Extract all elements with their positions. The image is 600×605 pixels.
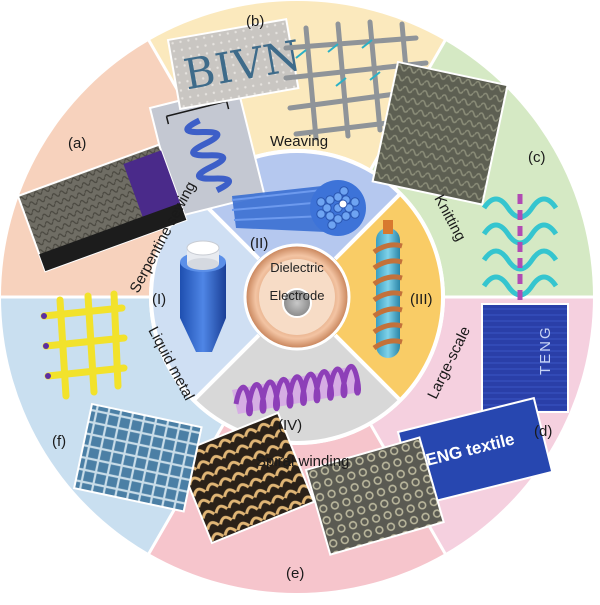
large-scale-photo: TENG TENG textile bbox=[396, 303, 569, 507]
knit-loop-illustration bbox=[481, 194, 559, 300]
technique-weaving: Weaving bbox=[270, 133, 328, 150]
center-electrode-ring bbox=[243, 243, 351, 351]
knitting-photo bbox=[371, 60, 559, 300]
structure-label-iv: (IV) bbox=[278, 417, 302, 434]
panel-label-f: (f) bbox=[52, 433, 66, 450]
technique-spiral-winding: Spiral winding bbox=[256, 453, 349, 470]
panel-label-d: (d) bbox=[534, 423, 552, 440]
structure-label-iii: (III) bbox=[410, 291, 433, 308]
liquid-metal-grid-illustration bbox=[40, 290, 128, 400]
inner-dividers bbox=[192, 192, 402, 402]
coaxial-fiber-illustration bbox=[180, 240, 226, 352]
wrapped-fiber-illustration bbox=[372, 220, 403, 358]
structure-label-i: (I) bbox=[152, 291, 166, 308]
serpentine-sewing-photo bbox=[16, 85, 266, 273]
liquid-metal-photo bbox=[40, 290, 203, 513]
fiber-bundle-illustration bbox=[231, 180, 366, 236]
panel-label-b: (b) bbox=[246, 13, 264, 30]
teng-fabric-label: TENG bbox=[537, 325, 554, 375]
spiral-winding-photo bbox=[174, 411, 445, 556]
panel-label-c: (c) bbox=[528, 149, 546, 166]
core-label-electrode: Electrode bbox=[270, 288, 325, 303]
panel-label-e: (e) bbox=[286, 565, 304, 582]
core-label-dielectric: Dielectric bbox=[270, 260, 324, 275]
spiral-tube-illustration bbox=[232, 363, 361, 417]
panel-label-a: (a) bbox=[68, 135, 86, 152]
structure-label-ii: (II) bbox=[250, 235, 268, 252]
